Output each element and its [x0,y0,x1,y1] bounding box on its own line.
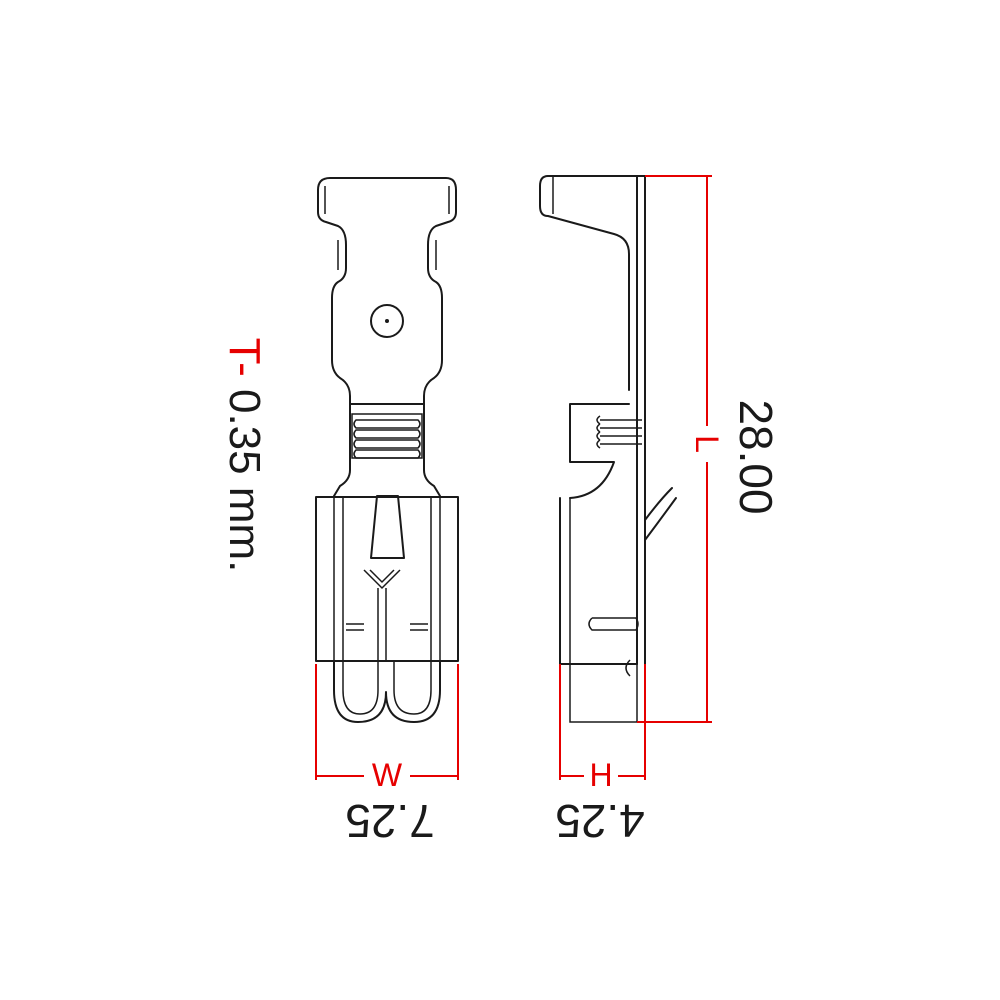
front-tab-outline [317,177,457,405]
thickness-note: T- 0.35 mm. [220,338,269,573]
side-view [539,175,677,723]
side-crimp-body [559,497,638,665]
front-ribs [353,419,421,459]
front-lance [370,495,405,559]
side-tab [539,175,630,391]
height-letter: H [589,757,612,793]
front-wire-loops [333,660,441,723]
width-letter: W [372,757,403,793]
side-wire [644,487,677,541]
front-hole [370,304,404,338]
side-rib-block [569,403,630,499]
thickness-label: T- 0.35 mm. [220,338,269,573]
front-view [315,177,459,723]
length-dimension: L 28.00 [637,175,782,723]
side-ribs [596,415,642,449]
length-letter: L [689,435,725,453]
front-neck [333,403,441,497]
height-dimension: H 4.25 [555,664,646,847]
length-value: 28.00 [730,399,782,514]
height-value: 4.25 [555,795,645,847]
width-value: 7.25 [345,795,435,847]
width-dimension: W 7.25 [315,664,459,847]
front-crimp-body [315,496,459,662]
